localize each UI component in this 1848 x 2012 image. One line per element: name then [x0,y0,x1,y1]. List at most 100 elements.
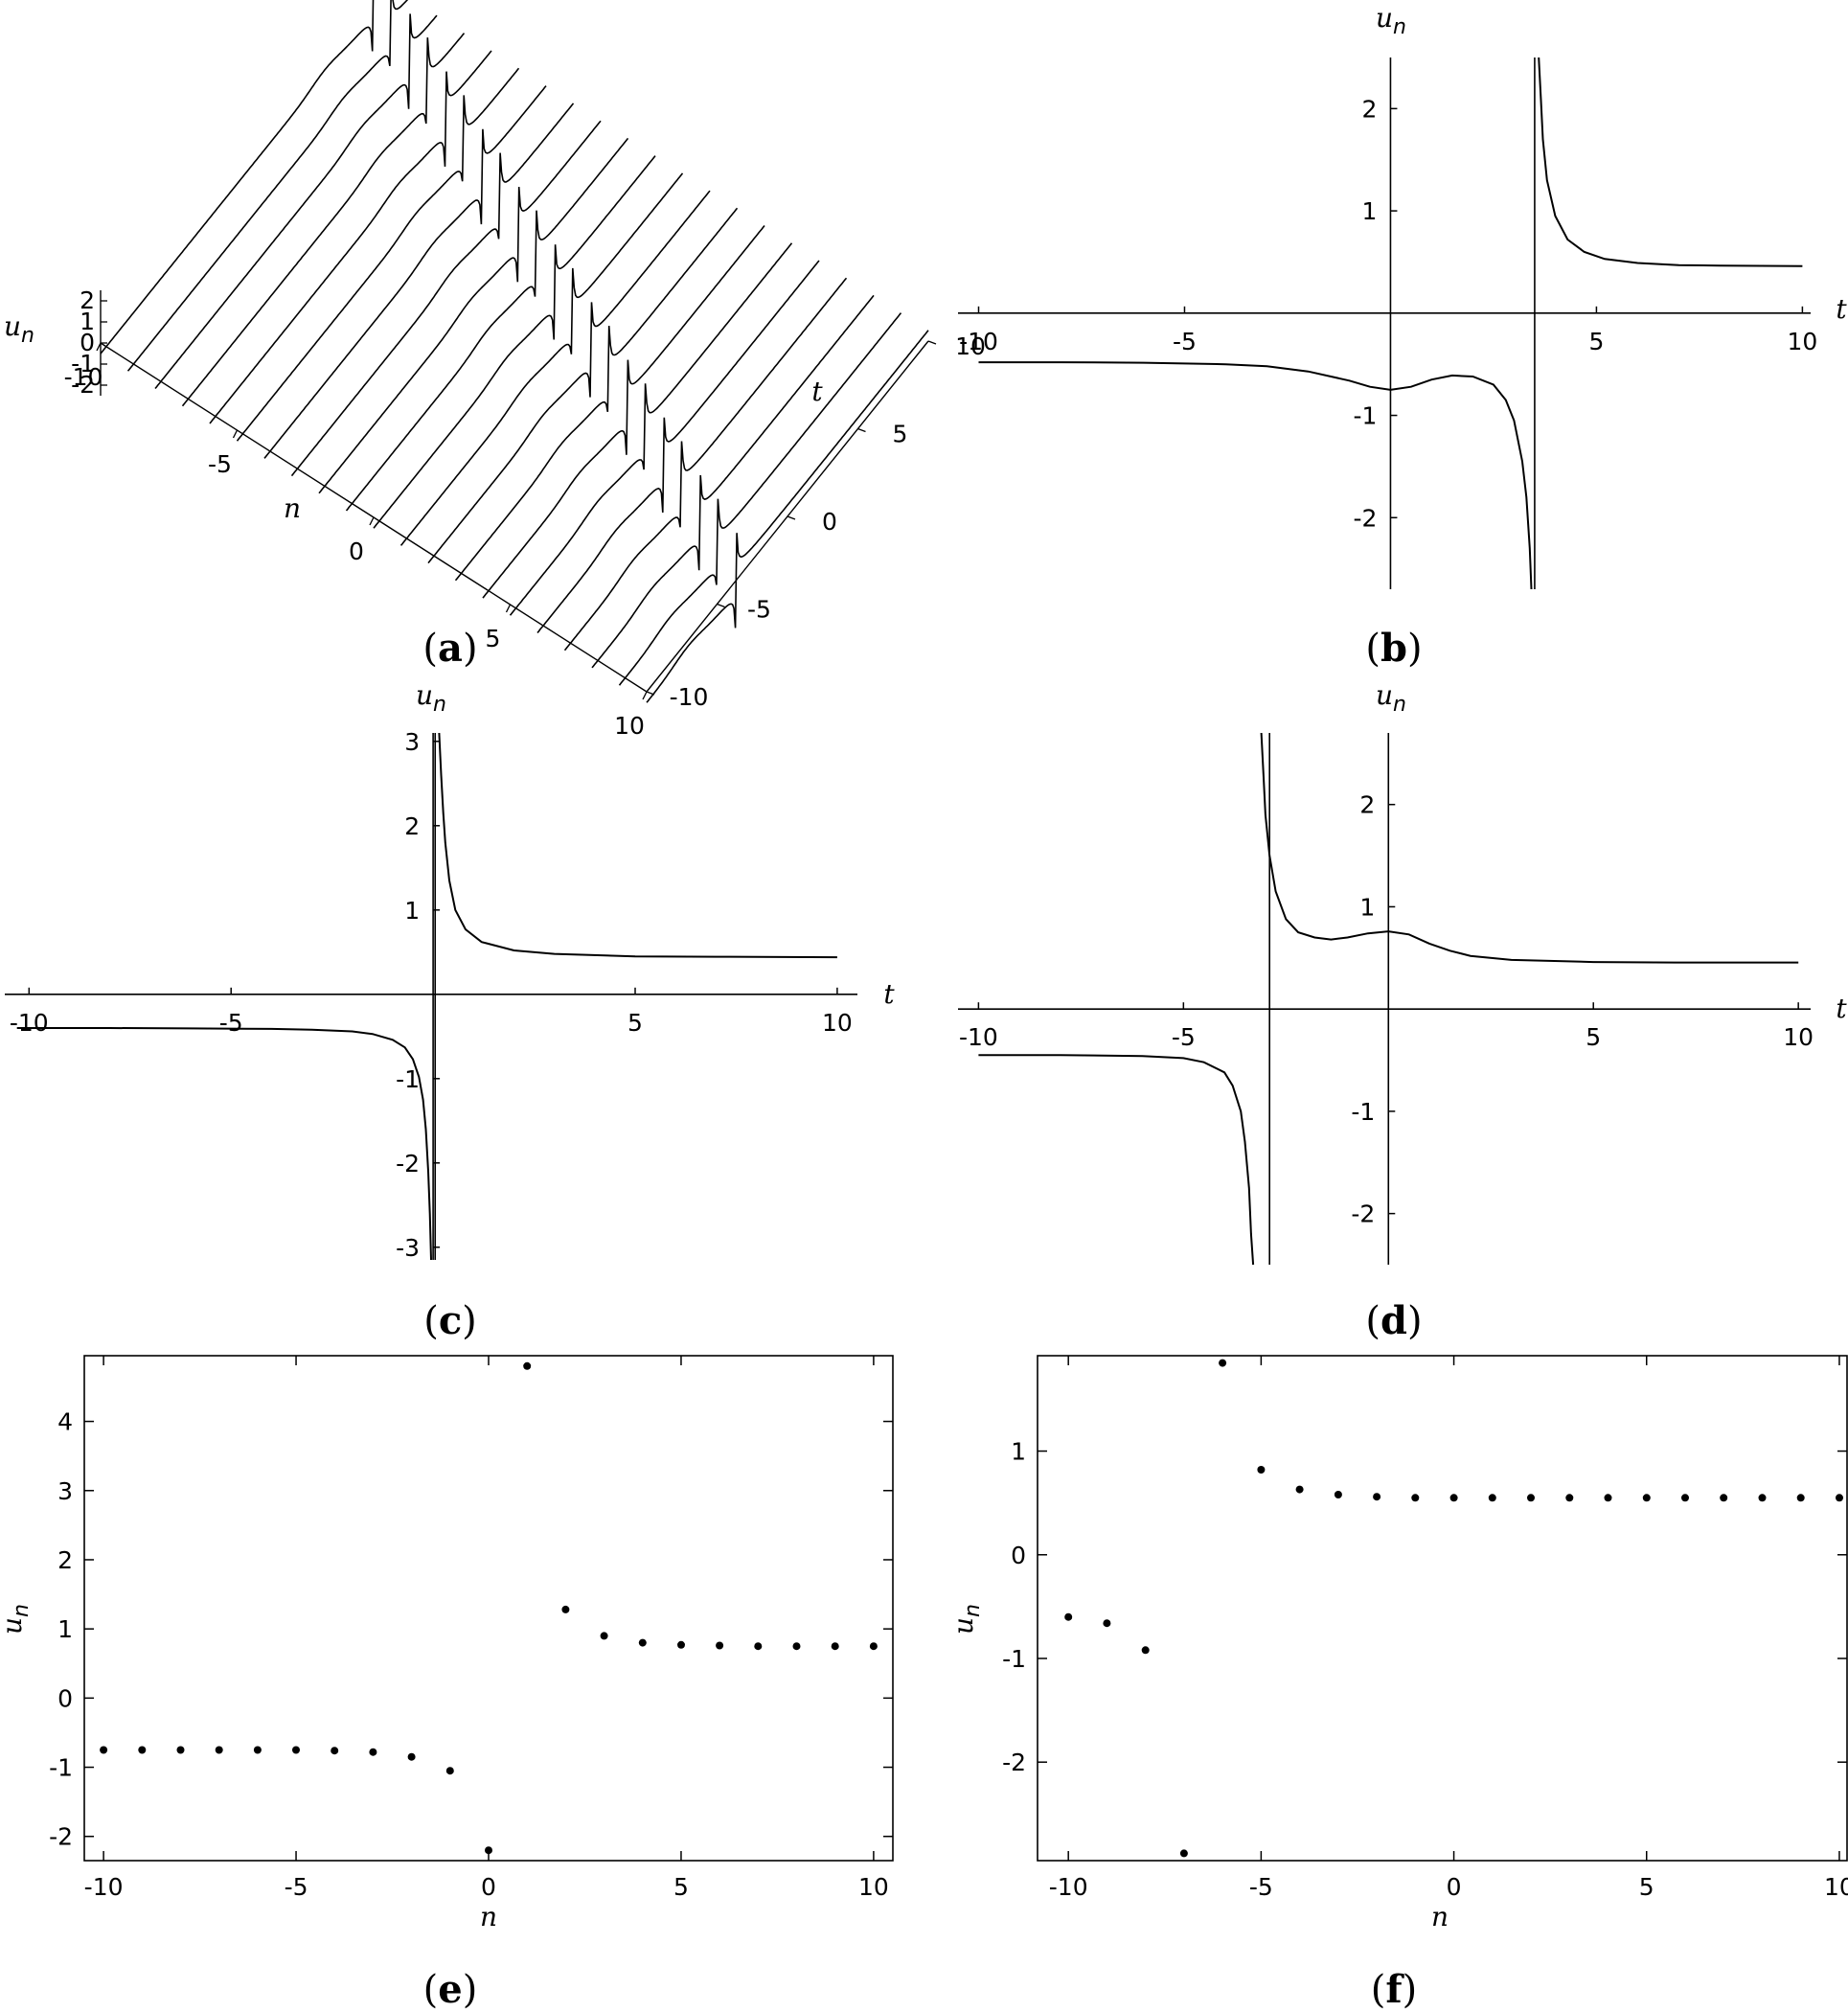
t-tick-mark [787,515,796,520]
data-point [1758,1494,1767,1502]
x-tick-label: 5 [673,1873,689,1901]
y-tick-label: -1 [49,1754,73,1782]
x-tick-label: 10 [858,1873,889,1901]
surface-line [399,172,684,546]
x-tick-label: -5 [219,1009,243,1037]
surface-line [563,277,848,652]
y-tick-label: 1 [1362,197,1378,225]
x-axis-label: t [883,978,895,1010]
data-point [369,1748,377,1756]
panel-c-caption: (c) [423,1298,477,1343]
surface-line [509,242,793,616]
data-point [754,1642,763,1651]
y-tick-label: -1 [1354,402,1378,430]
y-tick-label: 0 [1011,1542,1026,1569]
data-point [1527,1494,1535,1502]
data-point [1411,1494,1420,1502]
data-point [1720,1494,1728,1502]
x-tick-label: -10 [959,1023,998,1051]
n-tick-label: 5 [486,625,501,652]
data-point [1373,1493,1381,1501]
x-tick-label: 10 [1787,328,1817,355]
n-tick-mark [505,604,512,613]
x-tick-label: 0 [481,1873,496,1901]
data-point [1334,1491,1342,1498]
n-tick-mark [232,429,239,439]
n-tick-label: -5 [208,450,232,478]
n-tick-label: -10 [64,363,103,391]
t-tick-label: -5 [747,596,771,624]
x-axis-label: n [480,1901,497,1932]
series-line [16,1027,432,1261]
data-point [1565,1494,1574,1502]
series-line [438,732,837,959]
series-line [1538,57,1803,267]
surface-line [290,103,575,477]
n-tick-mark [96,342,102,352]
data-point [1836,1494,1843,1502]
t-tick-label: 5 [893,421,908,448]
y-axis-label: un [0,1604,34,1635]
x-axis-label: n [1431,1901,1449,1932]
x-tick-label: -10 [1049,1873,1088,1901]
surface-line [209,50,492,424]
t-tick-mark [857,427,866,433]
data-point [485,1846,492,1855]
y-tick-label: 2 [404,812,420,840]
surface-line [427,190,711,564]
x-tick-label: 5 [627,1009,643,1037]
z-axis-label: un [4,310,34,348]
y-tick-label: 2 [1362,95,1378,123]
surface-line [154,13,438,390]
data-point [1064,1612,1073,1621]
surface-line [100,0,375,354]
data-point [1604,1494,1612,1502]
surface-line [345,137,629,512]
y-tick-label: 1 [1359,893,1375,921]
y-tick-label: 1 [1011,1438,1026,1466]
data-point [600,1632,608,1640]
z-tick-label: -1 [71,350,95,377]
x-tick-label: 5 [1586,1023,1601,1051]
data-point [331,1747,339,1755]
data-point [176,1746,185,1754]
x-tick-label: -5 [1172,1023,1196,1051]
x-tick-label: -5 [1249,1873,1273,1901]
x-tick-label: 5 [1588,328,1604,355]
z-tick-label: 0 [80,329,95,356]
panel-a-caption: (a) [422,626,477,671]
data-point [445,1767,454,1775]
y-tick-label: 2 [57,1546,73,1574]
data-point [1141,1646,1150,1655]
data-point [138,1746,147,1754]
n-tick-label: 10 [614,712,645,740]
surface-line [263,85,547,459]
y-tick-label: -3 [396,1234,420,1262]
y-tick-label: -1 [1002,1645,1026,1673]
data-point [1103,1619,1111,1628]
surface-line [454,207,739,582]
surface-line [373,155,656,529]
data-point [792,1642,801,1651]
data-point [1488,1494,1496,1502]
y-tick-label: 3 [404,728,420,756]
surface-line [318,120,602,494]
data-point [561,1605,570,1613]
y-tick-label: -2 [396,1150,420,1177]
t-tick-label: 0 [822,508,837,536]
y-axis-label: un [1376,2,1406,39]
t-axis-label: t [811,376,823,407]
x-axis-label: t [1836,293,1847,325]
data-point [1179,1849,1188,1858]
data-point [407,1752,416,1761]
x-tick-label: 10 [822,1009,853,1037]
series-line [1260,732,1799,964]
y-tick-label: -2 [1354,504,1378,532]
surface-line [618,312,902,686]
panel-b-caption: (b) [1365,626,1422,671]
z-tick-label: 2 [80,286,95,314]
